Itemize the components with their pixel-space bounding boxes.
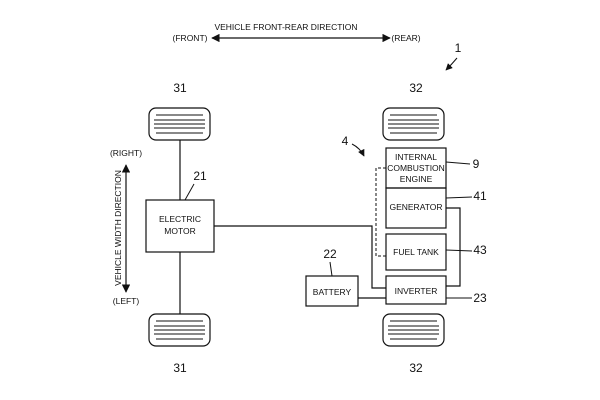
engine-label-1: INTERNAL xyxy=(395,152,437,162)
fuel-tank-box xyxy=(385,233,447,271)
inverter-box xyxy=(385,275,447,305)
ref-generator: 41 xyxy=(473,189,487,203)
ref-rear-wheel-bottom: 32 xyxy=(409,361,423,375)
rear-label: (REAR) xyxy=(391,33,420,43)
ref-inverter: 23 xyxy=(473,291,487,305)
fuel-tank-label: FUEL TANK xyxy=(393,247,439,257)
engine-label-3: ENGINE xyxy=(400,174,433,184)
rear-wheel-bottom xyxy=(382,313,445,347)
battery-label: BATTERY xyxy=(313,287,352,297)
power-unit-bracket xyxy=(375,167,386,257)
front-label: (FRONT) xyxy=(173,33,208,43)
electric-motor-box xyxy=(145,199,215,253)
left-label: (LEFT) xyxy=(113,296,140,306)
ref-power-unit-leader xyxy=(351,143,365,157)
front-wheel-top xyxy=(148,107,211,141)
ref-battery-leader xyxy=(329,261,333,277)
ref-system: 1 xyxy=(455,41,462,55)
ref-fuel-tank-leader xyxy=(445,249,473,252)
engine-label-2: COMBUSTION xyxy=(387,163,445,173)
inverter-label: INVERTER xyxy=(395,286,438,296)
right-label: (RIGHT) xyxy=(110,148,142,158)
front-wheel-bottom xyxy=(148,313,211,347)
ref-system-leader xyxy=(445,57,458,71)
ref-engine-leader xyxy=(445,161,471,165)
ref-engine: 9 xyxy=(473,157,480,171)
battery-box xyxy=(305,275,359,307)
generator-inverter-line xyxy=(446,207,461,287)
generator-label: GENERATOR xyxy=(389,202,442,212)
ref-power-unit: 4 xyxy=(342,134,349,148)
electric-motor-label-1: ELECTRIC xyxy=(159,214,201,224)
ref-rear-wheel-top: 32 xyxy=(409,81,423,95)
ref-fuel-tank: 43 xyxy=(473,243,487,257)
ref-front-wheel-top: 31 xyxy=(173,81,187,95)
ref-generator-leader xyxy=(445,196,473,199)
ref-motor: 21 xyxy=(193,169,207,183)
width-label: VEHICLE WIDTH DIRECTION xyxy=(113,170,123,286)
ref-front-wheel-bottom: 31 xyxy=(173,361,187,375)
front-rear-label: VEHICLE FRONT-REAR DIRECTION xyxy=(214,22,357,32)
motor-inverter-line xyxy=(214,225,386,289)
ref-battery: 22 xyxy=(323,247,337,261)
ref-motor-leader xyxy=(184,183,195,201)
rear-wheel-top xyxy=(382,107,445,141)
electric-motor-label-2: MOTOR xyxy=(164,226,195,236)
